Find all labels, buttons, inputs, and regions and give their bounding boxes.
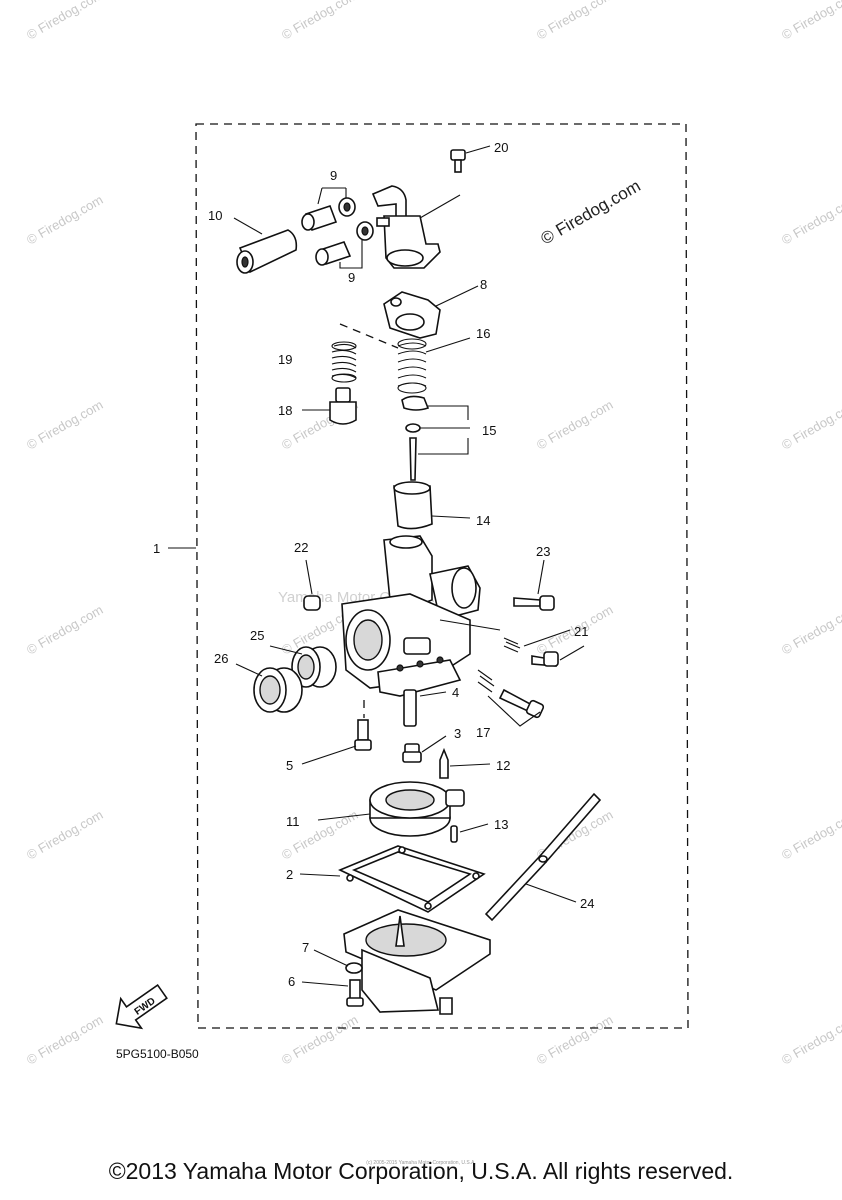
callout-22: 22 (294, 540, 308, 555)
callout-6: 6 (288, 974, 295, 989)
callout-12: 12 (496, 758, 510, 773)
callout-1: 1 (153, 541, 160, 556)
part-15-needle-set (401, 395, 470, 481)
part-9-fittings (301, 185, 461, 269)
callout-10: 10 (208, 208, 222, 223)
part-8-plate (383, 285, 479, 339)
fwd-arrow-icon: FWD (115, 983, 168, 1030)
callout-25: 25 (250, 628, 264, 643)
assembly-boundary (195, 123, 689, 1029)
part-26-ring (235, 663, 303, 713)
part-21-screw-set (503, 629, 585, 667)
part-3-main-jet (402, 735, 447, 763)
callout-9-bottom: 9 (348, 270, 355, 285)
watermark: © Firedog.com (779, 397, 842, 453)
part-23-screw (513, 559, 555, 611)
part-14-throttle-valve (393, 481, 471, 530)
callout-4: 4 (452, 685, 459, 700)
callout-15: 15 (482, 423, 496, 438)
part-2-gasket (299, 845, 486, 913)
watermark: © Firedog.com (24, 602, 106, 658)
watermark: © Firedog.com (24, 397, 106, 453)
watermark: © Firedog.com (534, 0, 616, 43)
callout-3: 3 (454, 726, 461, 741)
part-7-washer (313, 949, 363, 974)
callout-5: 5 (286, 758, 293, 773)
part-18-holder (302, 387, 357, 425)
part-20-screw (450, 145, 491, 173)
callout-7: 7 (302, 940, 309, 955)
callout-13: 13 (494, 817, 508, 832)
callout-23: 23 (536, 544, 550, 559)
part-5-screw (301, 700, 372, 765)
watermark: © Firedog.com (24, 807, 106, 863)
watermark: © Firedog.com (534, 1012, 616, 1068)
part-19-spring (331, 341, 357, 383)
part-24-hose (484, 792, 602, 922)
diagram-code: 5PG5100-B050 (116, 1047, 199, 1061)
callout-19: 19 (278, 352, 292, 367)
callout-labels: 1 2 3 4 5 6 7 8 9 9 10 11 12 13 14 15 16… (153, 140, 594, 989)
watermark: © Firedog.com (779, 807, 842, 863)
callout-8: 8 (480, 277, 487, 292)
part-4-jet (403, 689, 447, 727)
callout-18: 18 (278, 403, 292, 418)
watermark: © Firedog.com (24, 192, 106, 248)
copyright-notice: ©2013 Yamaha Motor Corporation, U.S.A. A… (108, 1158, 734, 1184)
float-bowl (343, 909, 491, 1015)
callout-14: 14 (476, 513, 490, 528)
callout-9-top: 9 (330, 168, 337, 183)
callout-17: 17 (476, 725, 490, 740)
watermark: © Firedog.com (24, 0, 106, 43)
watermark: © Firedog.com (779, 192, 842, 248)
callout-2: 2 (286, 867, 293, 882)
part-12-float-needle (439, 747, 491, 779)
watermark: © Firedog.com (779, 602, 842, 658)
part-22-plug (303, 559, 321, 611)
watermark: © Firedog.com (279, 1012, 361, 1068)
part-6-screw (301, 979, 364, 1007)
fine-print: (c) 2005-2015 Yamaha Motor Corporation, … (366, 1160, 476, 1166)
callout-16: 16 (476, 326, 490, 341)
callout-11: 11 (286, 814, 300, 829)
watermark: © Firedog.com (279, 0, 361, 43)
callout-20: 20 (494, 140, 508, 155)
callout-24: 24 (580, 896, 594, 911)
callout-21: 21 (574, 624, 588, 639)
part-11-float (317, 781, 465, 837)
part-1-carburetor-body (168, 535, 501, 697)
watermark: © Firedog.com (24, 1012, 106, 1068)
watermark-prominent: © Firedog.com (538, 176, 644, 248)
callout-26: 26 (214, 651, 228, 666)
watermark: © Firedog.com (779, 0, 842, 43)
part-10-sleeve (233, 217, 298, 274)
part-13-pin (450, 823, 489, 843)
watermark: © Firedog.com (534, 397, 616, 453)
part-17-pilot-screw (477, 669, 545, 727)
part-16-spring (339, 323, 471, 394)
watermark: © Firedog.com (779, 1012, 842, 1068)
